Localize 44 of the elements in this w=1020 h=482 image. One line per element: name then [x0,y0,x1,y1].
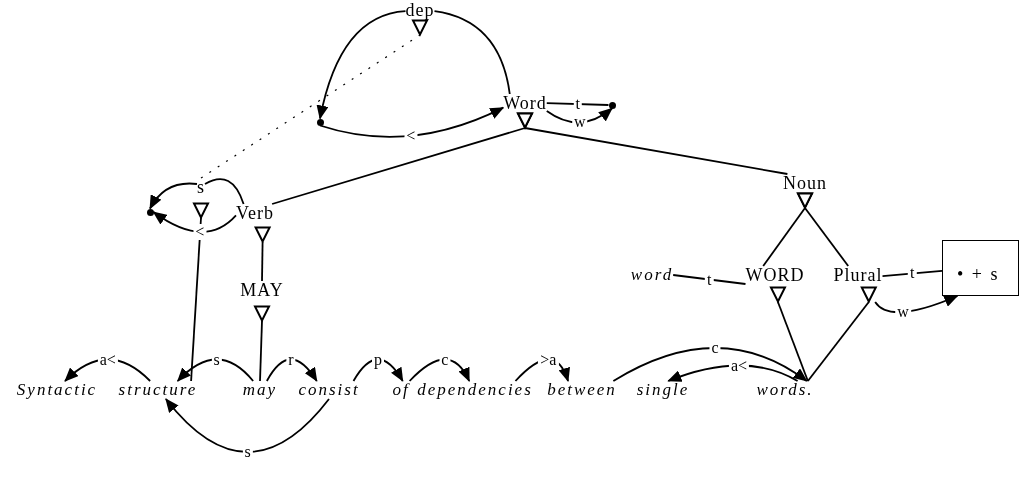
dependency-arrow [874,295,959,314]
node-dot [316,118,324,126]
sentence-word: between [547,381,617,399]
category-label: Word [503,94,547,128]
category-label: Verb [236,204,274,242]
isa-line [807,286,877,382]
node-dot [608,101,616,109]
sentence-word: dependencies [417,381,533,399]
category-label: Plural [833,266,883,302]
dependency-arrow [408,358,471,382]
sentence-word: may [242,381,278,399]
category-label: WORD [745,266,805,302]
isa-line [254,305,270,382]
isa-line [254,226,271,282]
dependency-arrow [165,398,330,453]
dependency-arrow [667,364,799,383]
word-form-label: word [630,266,674,284]
morph-box: • + s [942,240,1019,296]
dependency-arrow [612,347,808,382]
isa-line [517,112,789,175]
isa-line [200,19,428,179]
category-label: dep [405,1,435,35]
dependency-arrow [319,106,505,138]
isa-line [190,202,209,382]
node-dot [146,208,154,216]
category-label: MAY [240,281,284,321]
sentence-word: single [636,381,690,399]
sentence-word: structure [118,381,198,399]
edge-label: < [193,223,207,240]
isa-line [769,286,809,382]
dependency-arrow [316,10,407,120]
sentence-word: of [392,381,410,399]
dependency-arrow [152,211,237,233]
dependency-arrow [352,358,404,382]
category-label: s [197,178,205,218]
sentence-word: Syntactic [16,381,98,399]
dependency-arrow [265,358,318,382]
dependency-arrow [64,358,151,382]
category-label: Noun [783,174,827,208]
dependency-arrow [176,358,255,382]
isa-line [797,192,850,267]
sentence-word: consist [298,381,360,399]
sentence-word: words. [756,381,814,399]
dependency-arrow [149,182,198,210]
